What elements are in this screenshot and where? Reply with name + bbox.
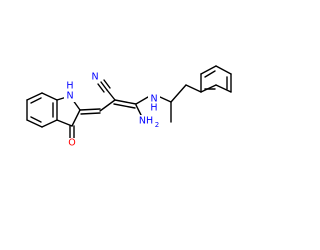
bond [99, 99, 116, 112]
atom-labels: N H N O N H NH 2 [64, 72, 160, 150]
carbonyl-oxygen-label: O [68, 138, 75, 149]
bond [26, 119, 43, 128]
bond [56, 119, 73, 127]
bond-triple [103, 79, 111, 89]
bond-aromatic-inner [30, 116, 42, 123]
bond-double [114, 99, 137, 105]
bond [135, 96, 149, 105]
bond [200, 65, 217, 75]
bond [26, 92, 43, 101]
bond-double [113, 103, 136, 109]
bond [135, 104, 142, 116]
nitrile-nitrogen-label: N [91, 72, 98, 83]
molecule-structure-drawing: N H N O N H NH 2 [26, 65, 232, 150]
amine-hydrogen-label: H [150, 103, 157, 114]
bond-aromatic-inner [204, 70, 216, 78]
bonds [26, 65, 232, 139]
amino-subscript-label: 2 [155, 121, 159, 129]
amino-group-label: NH [139, 116, 153, 127]
bond [159, 96, 172, 103]
indole-nitrogen-label: N [66, 91, 73, 102]
bond [185, 84, 202, 93]
amine-nitrogen-label: N [150, 94, 157, 105]
bond [41, 92, 58, 101]
bond [215, 65, 232, 75]
bond-double [79, 108, 101, 111]
bond [71, 109, 81, 127]
bond [41, 119, 58, 128]
bond-aromatic-inner [30, 97, 42, 104]
bond-triple [97, 83, 105, 93]
bond [106, 89, 116, 101]
indole-hydrogen-label: H [66, 81, 73, 92]
bond [170, 84, 187, 103]
bond [215, 84, 232, 93]
bond-triple [100, 81, 108, 91]
bond-double [80, 112, 101, 115]
